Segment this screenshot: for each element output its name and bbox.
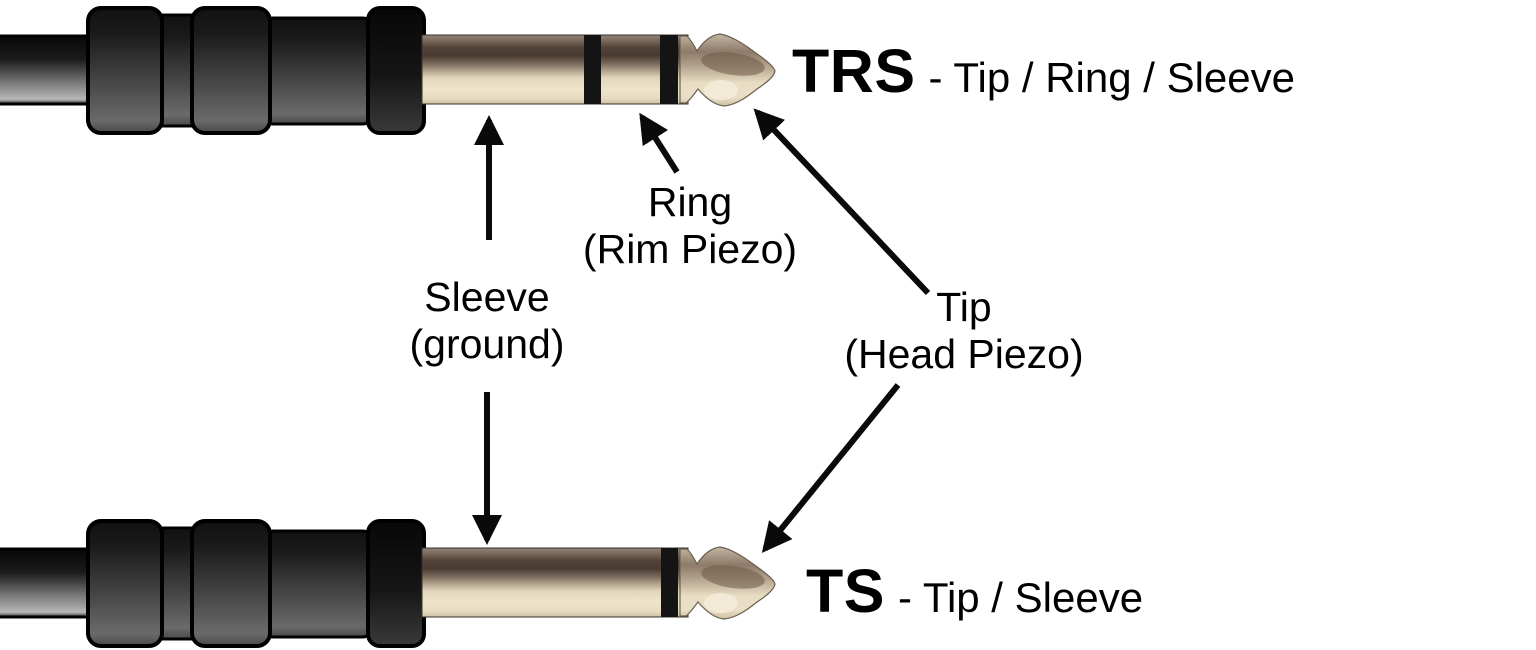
ts-abbr: TS [806, 557, 885, 625]
trs-title: TRS - Tip / Ring / Sleeve [792, 36, 1295, 106]
trs-insulator-ring-2 [660, 35, 678, 104]
tip-label: Tip (Head Piezo) [844, 284, 1083, 378]
tip-label-line1: Tip [936, 284, 992, 330]
tip-lower-arrow-icon [761, 383, 901, 553]
trs-abbr: TRS [792, 37, 916, 105]
sleeve-label-line2: (ground) [409, 321, 565, 367]
ring-label-line2: (Rim Piezo) [582, 226, 798, 272]
annotation-arrows [472, 108, 931, 553]
sleeve-label-line1: Sleeve [424, 274, 550, 320]
trs-plug [0, 8, 775, 133]
ring-label-line1: Ring [647, 179, 733, 225]
ring-arrow-icon [639, 112, 680, 174]
sleeve-label: Sleeve (ground) [410, 274, 565, 368]
ts-title: TS - Tip / Sleeve [806, 556, 1143, 626]
ts-insulator-ring [661, 548, 678, 617]
tip-upper-arrow-icon [753, 108, 931, 296]
ts-description: - Tip / Sleeve [897, 574, 1144, 621]
trs-insulator-ring-1 [584, 35, 601, 104]
ts-plug [0, 521, 775, 646]
tip-label-line2: (Head Piezo) [844, 331, 1084, 377]
trs-description: - Tip / Ring / Sleeve [928, 54, 1296, 101]
ring-label: Ring (Rim Piezo) [583, 179, 797, 273]
